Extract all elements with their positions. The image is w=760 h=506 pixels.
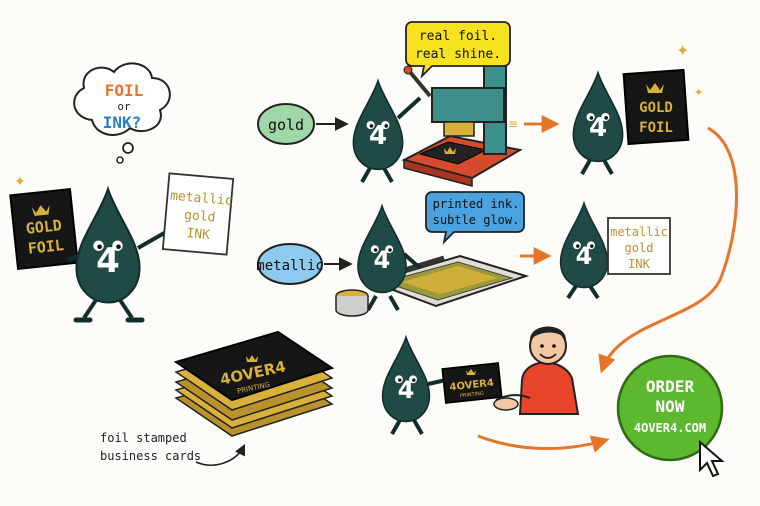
customer-person bbox=[493, 326, 580, 415]
left-ink-gold: gold bbox=[184, 208, 217, 226]
cta-now-text: NOW bbox=[656, 397, 685, 416]
thought-or-text: or bbox=[117, 100, 131, 113]
ink-result-mascot: 4 bbox=[559, 202, 609, 300]
left-ink-metallic: metallic bbox=[169, 189, 233, 209]
cursor-pointer-icon bbox=[699, 439, 725, 478]
ink-mascot-number: 4 bbox=[374, 246, 391, 274]
foil-note: real foil. real shine. bbox=[405, 21, 511, 79]
mascot-number: 4 bbox=[96, 241, 120, 281]
left-ink-ink: INK bbox=[186, 226, 211, 243]
business-crown-icon bbox=[246, 355, 258, 362]
left-mascot: 4 bbox=[67, 187, 167, 323]
gold-bubble: gold bbox=[257, 103, 315, 145]
caption-line2: business cards bbox=[100, 449, 201, 463]
sparkle-icon: ✦ bbox=[14, 174, 26, 190]
handoff-sub: PRINTING bbox=[460, 391, 484, 399]
thought-foil-text: FOIL bbox=[105, 81, 144, 100]
metallic-bubble: metallic bbox=[256, 243, 324, 285]
business-card-stack: 4OVER4 PRINTING bbox=[173, 330, 335, 437]
ink-note: printed ink. subtle glow. bbox=[425, 191, 525, 245]
left-card-gold-text: GOLD bbox=[25, 216, 63, 238]
ink-note-line1: printed ink. bbox=[433, 197, 520, 211]
ink-result-ink: INK bbox=[628, 257, 650, 271]
foil-mascot-number: 4 bbox=[369, 121, 387, 151]
ink-result-card: metallic gold INK bbox=[607, 217, 671, 275]
result-crown-icon bbox=[646, 83, 664, 93]
caption-arrow bbox=[195, 443, 246, 466]
handoff-brand: 4OVER4 bbox=[449, 378, 494, 394]
left-metallic-ink-card: metallic gold INK bbox=[161, 172, 235, 256]
foil-note-line1: real foil. bbox=[419, 29, 497, 44]
ink-can bbox=[335, 289, 369, 317]
foil-note-line2: real shine. bbox=[415, 47, 501, 62]
caption-line1: foil stamped bbox=[100, 431, 187, 445]
cta-order-text: ORDER bbox=[646, 377, 695, 396]
foil-mascot: 4 bbox=[352, 79, 422, 183]
order-now-button[interactable]: ORDER NOW 4OVER4.COM bbox=[616, 354, 724, 462]
cta-url-text: 4OVER4.COM bbox=[634, 421, 706, 435]
thought-bubble: FOIL or INK? bbox=[73, 62, 171, 164]
ink-mascot: 4 bbox=[357, 205, 422, 311]
result-card-gold: GOLD bbox=[639, 100, 673, 116]
foil-result-card: GOLD FOIL ✦ ✦ bbox=[622, 41, 703, 146]
ink-result-gold: gold bbox=[625, 241, 654, 255]
left-gold-foil-card: GOLD FOIL ✦ bbox=[9, 174, 79, 271]
arrow-to-cta-bottom bbox=[477, 434, 610, 453]
ink-result-number: 4 bbox=[576, 242, 593, 270]
handoff-card: 4OVER4 PRINTING bbox=[441, 362, 503, 404]
metallic-label: metallic bbox=[256, 258, 323, 274]
gold-label: gold bbox=[268, 116, 304, 134]
screen-print-frame bbox=[368, 254, 530, 308]
sparkle-icon: ✦ bbox=[694, 86, 703, 99]
handoff-mascot-number: 4 bbox=[398, 376, 415, 404]
foil-result-mascot: 4 bbox=[572, 71, 624, 175]
press-crown-icon bbox=[444, 147, 456, 154]
svg-text:≡: ≡ bbox=[508, 117, 518, 131]
foil-press-machine: ≡ bbox=[401, 61, 523, 187]
ink-result-metallic: metallic bbox=[610, 225, 668, 239]
result-card-foil: FOIL bbox=[639, 120, 673, 136]
thought-ink-text: INK? bbox=[103, 113, 142, 132]
handoff-mascot: 4 bbox=[381, 336, 447, 435]
crown-icon bbox=[31, 205, 50, 216]
arrow-to-cta bbox=[598, 126, 738, 374]
left-card-foil-text: FOIL bbox=[27, 236, 65, 258]
sparkle-icon: ✦ bbox=[676, 41, 689, 60]
foil-result-number: 4 bbox=[589, 113, 607, 143]
handoff-crown-icon bbox=[466, 369, 476, 375]
ink-note-line2: subtle glow. bbox=[433, 213, 520, 227]
